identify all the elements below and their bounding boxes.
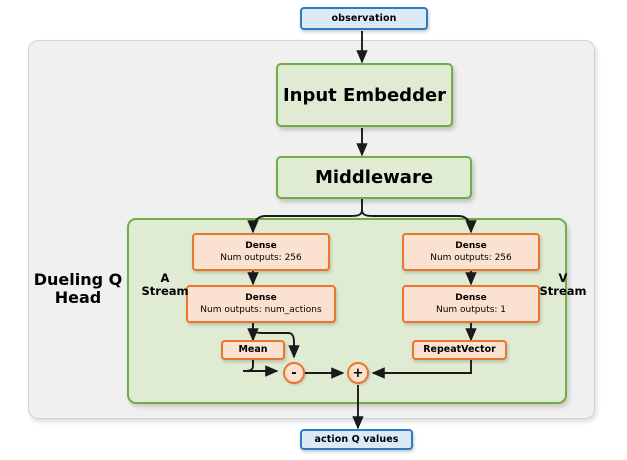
dueling-q-head-label: Dueling Q Head: [33, 270, 123, 308]
middleware-label: Middleware: [314, 167, 434, 188]
action-q-values-node: action Q values: [300, 429, 413, 450]
a-stream-label: A Stream: [138, 271, 192, 299]
input-embedder-label: Input Embedder: [282, 84, 447, 106]
observation-node: observation: [300, 7, 428, 30]
mean-node: Mean: [221, 340, 285, 360]
repeat-vector-label: RepeatVector: [423, 344, 496, 355]
observation-label: observation: [331, 13, 397, 24]
v-stream-dense-256-title: Dense: [455, 241, 487, 251]
mean-label: Mean: [238, 344, 268, 355]
subtract-operator: -: [283, 362, 305, 384]
v-stream-dense-1-node: Dense Num outputs: 1: [402, 285, 540, 323]
add-symbol: +: [352, 365, 364, 381]
a-stream-dense-num-actions-title: Dense: [245, 293, 277, 303]
v-stream-label-line1: V: [558, 271, 568, 285]
a-stream-label-line2: Stream: [141, 284, 189, 299]
subtract-symbol: -: [291, 365, 297, 381]
v-stream-dense-1-title: Dense: [455, 293, 487, 303]
a-stream-dense-256-node: Dense Num outputs: 256: [192, 233, 330, 271]
v-stream-label: V Stream: [534, 271, 592, 299]
v-stream-dense-256-detail: Num outputs: 256: [430, 253, 512, 263]
a-stream-dense-num-actions-node: Dense Num outputs: num_actions: [186, 285, 336, 323]
middleware-node: Middleware: [276, 156, 472, 199]
a-stream-dense-256-title: Dense: [245, 241, 277, 251]
repeat-vector-node: RepeatVector: [412, 340, 507, 360]
v-stream-label-line2: Stream: [539, 284, 587, 299]
v-stream-dense-256-node: Dense Num outputs: 256: [402, 233, 540, 271]
a-stream-dense-num-actions-detail: Num outputs: num_actions: [200, 305, 322, 315]
input-embedder-node: Input Embedder: [276, 63, 453, 127]
v-stream-dense-1-detail: Num outputs: 1: [435, 305, 507, 315]
action-q-values-label: action Q values: [314, 434, 399, 445]
a-stream-dense-256-detail: Num outputs: 256: [220, 253, 302, 263]
a-stream-label-line1: A: [160, 271, 170, 285]
add-operator: +: [347, 362, 369, 384]
